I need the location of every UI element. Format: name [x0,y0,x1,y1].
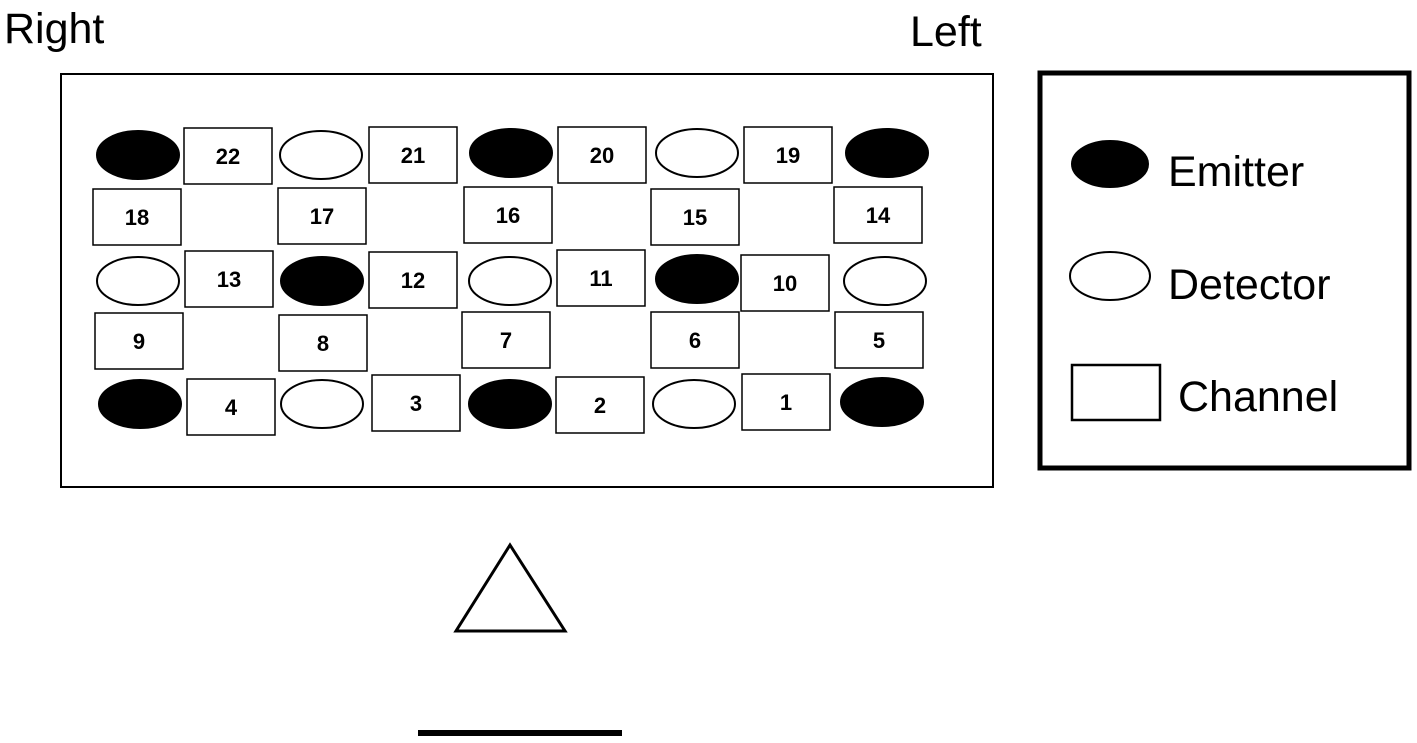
emitter-optode [655,254,739,304]
channel-3: 3 [371,374,461,432]
channel-box [740,254,830,312]
emitter-optode [468,379,552,429]
emitter-optode [840,377,924,427]
channel-22: 22 [183,127,273,185]
channel-box [461,311,551,369]
optode-layer [96,128,929,429]
channel-box [463,186,553,244]
channel-number: 3 [410,391,422,416]
channel-number: 18 [125,205,149,230]
channel-2: 2 [555,376,645,434]
legend-detector-label: Detector [1168,261,1331,309]
left-label: Left [910,8,982,56]
channel-number: 16 [496,203,520,228]
detector-optode [655,128,739,178]
channel-number: 7 [500,328,512,353]
channel-14: 14 [833,186,923,244]
channel-box [368,251,458,309]
channel-8: 8 [278,314,368,372]
channel-17: 17 [277,187,367,245]
emitter-optode [96,130,180,180]
channel-number: 20 [590,143,614,168]
channel-number: 6 [689,328,701,353]
channel-5: 5 [834,311,924,369]
channel-number: 17 [310,204,334,229]
channel-box [741,373,831,431]
channel-box [371,374,461,432]
channel-number: 12 [401,268,425,293]
channel-21: 21 [368,126,458,184]
channel-number: 21 [401,143,425,168]
emitter-optode [98,379,182,429]
channel-box [834,311,924,369]
channel-number: 10 [773,271,797,296]
channel-11: 11 [556,249,646,307]
detector-optode [279,130,363,180]
channel-box [92,188,182,246]
channel-7: 7 [461,311,551,369]
channel-box [833,186,923,244]
channel-box [556,249,646,307]
channel-12: 12 [368,251,458,309]
channel-box [186,378,276,436]
detector-optode [652,379,736,429]
channel-box [184,250,274,308]
channel-number: 15 [683,205,707,230]
emitter-optode [845,128,929,178]
detector-optode [280,379,364,429]
channel-1: 1 [741,373,831,431]
channel-4: 4 [186,378,276,436]
channel-box [94,312,184,370]
channel-number: 4 [225,395,238,420]
channel-15: 15 [650,188,740,246]
detector-optode [468,256,552,306]
channel-16: 16 [463,186,553,244]
channel-box [368,126,458,184]
legend-detector-icon [1069,251,1151,301]
channel-box [650,188,740,246]
channel-19: 19 [743,126,833,184]
channel-20: 20 [557,126,647,184]
detector-optode [96,256,180,306]
legend-emitter-icon [1071,140,1149,188]
channel-number: 22 [216,144,240,169]
channel-18: 18 [92,188,182,246]
channel-number: 2 [594,393,606,418]
channel-6: 6 [650,311,740,369]
channel-box [278,314,368,372]
emitter-optode [280,256,364,306]
channel-number: 14 [866,203,891,228]
channel-13: 13 [184,250,274,308]
channel-number: 1 [780,390,792,415]
legend-channel-icon [1070,363,1162,422]
channel-number: 9 [133,329,145,354]
legend-emitter-label: Emitter [1168,148,1304,196]
channel-box [277,187,367,245]
channel-box [183,127,273,185]
channel-box [557,126,647,184]
channel-box [650,311,740,369]
channel-10: 10 [740,254,830,312]
channel-number: 8 [317,331,329,356]
channel-box [743,126,833,184]
channel-number: 19 [776,143,800,168]
channel-9: 9 [94,312,184,370]
channel-number: 5 [873,328,885,353]
detector-optode [843,256,927,306]
channel-box [555,376,645,434]
right-label: Right [4,5,104,53]
channel-number: 13 [217,267,241,292]
channel-number: 11 [589,266,612,291]
legend-channel-label: Channel [1178,373,1338,421]
emitter-optode [469,128,553,178]
nose-triangle-marker [453,542,568,633]
